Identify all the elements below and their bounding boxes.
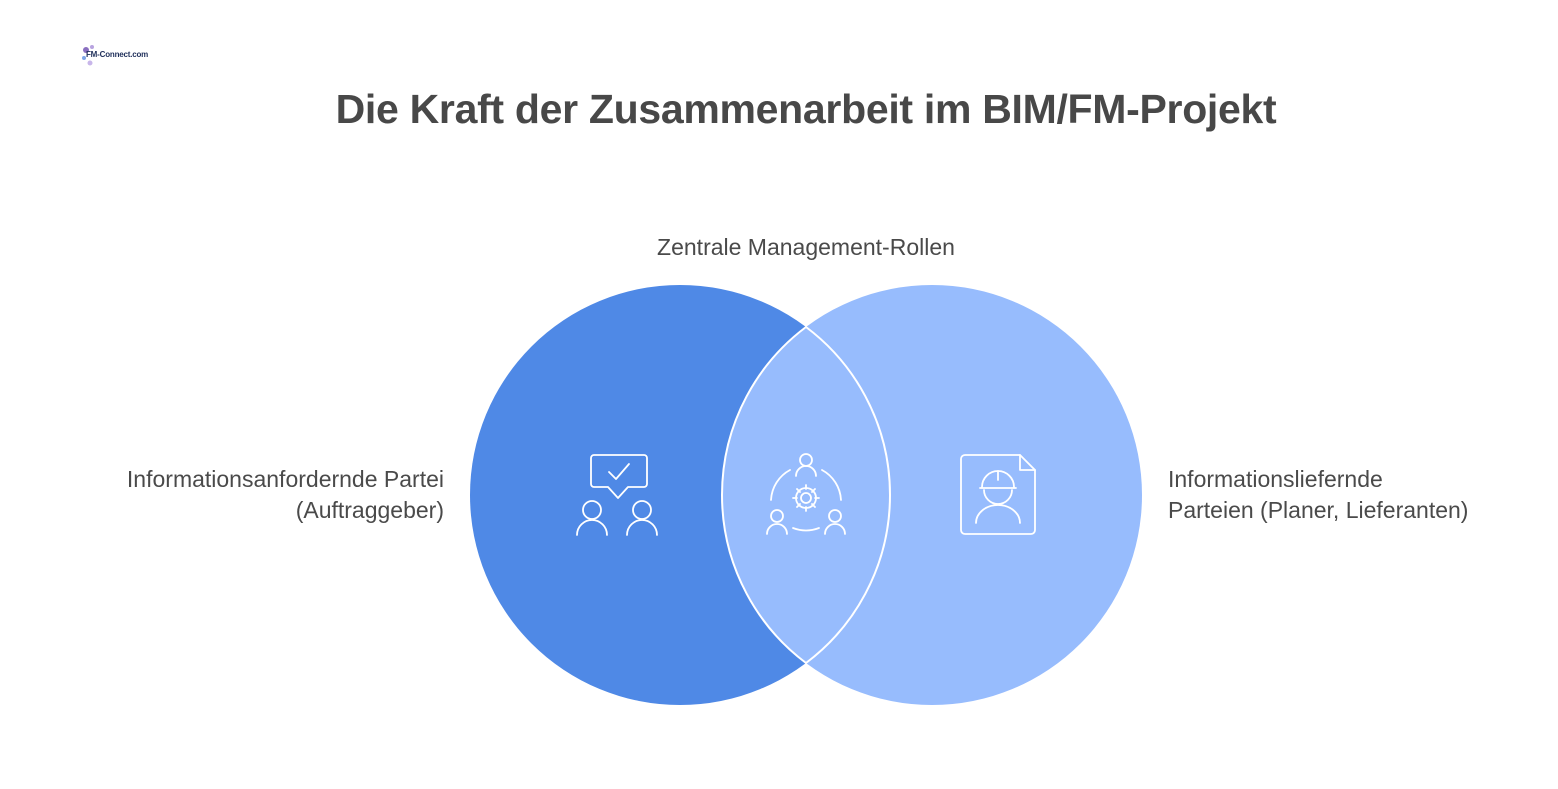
team-gear-icon	[766, 453, 846, 535]
intersection-lens	[721, 325, 891, 665]
label-delivering-parties: Informationsliefernde Parteien (Planer, …	[1168, 466, 1469, 523]
page-title: Die Kraft der Zusammenarbeit im BIM/FM-P…	[335, 86, 1277, 132]
label-requesting-party: Informationsanfordernde Partei (Auftragg…	[126, 466, 444, 523]
engineer-document-icon	[960, 454, 1036, 535]
company-logo	[82, 45, 94, 66]
label-central-management-roles: Zentrale Management-Rollen	[657, 234, 955, 260]
logo-text: FM-Connect.com	[86, 50, 149, 59]
chat-check-people-icon	[576, 454, 658, 536]
